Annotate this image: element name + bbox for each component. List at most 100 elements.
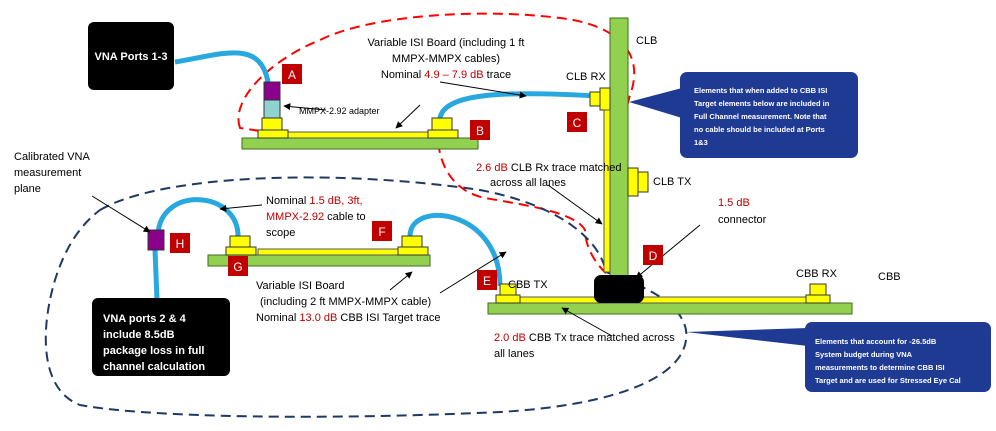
calibration-adapter-purple: [147, 229, 165, 251]
cbb-tx-connector-top: [499, 283, 517, 296]
svg-text:plane: plane: [14, 183, 41, 195]
svg-text:E: E: [483, 274, 491, 288]
isi-top-to-clb-cable: [437, 91, 599, 119]
svg-text:Elements that account for -26.: Elements that account for -26.5dB: [815, 337, 937, 346]
svg-text:MMPX-MMPX cables): MMPX-MMPX cables): [392, 53, 500, 65]
svg-text:channel calculation: channel calculation: [103, 361, 205, 373]
svg-text:VNA ports 2 & 4: VNA ports 2 & 4: [103, 313, 187, 325]
svg-text:measurements to determine CBB: measurements to determine CBB ISI: [815, 363, 945, 372]
mmpx-adapter-teal: [263, 99, 281, 119]
cbb-rx-connector: [805, 294, 831, 304]
isi-top-left-connector: [257, 129, 289, 139]
svg-text:System budget during VNA: System budget during VNA: [815, 350, 913, 359]
svg-text:D: D: [649, 249, 658, 263]
arrow-clb-trace: [547, 184, 603, 225]
svg-text:2.6 dB CLB Rx trace matched: 2.6 dB CLB Rx trace matched: [476, 162, 622, 174]
marker-e: E: [477, 270, 497, 290]
svg-text:Elements that when added to CB: Elements that when added to CBB ISI: [694, 86, 827, 95]
callout-system-budget: Elements that account for -26.5dB System…: [686, 322, 991, 392]
svg-text:Calibrated VNA: Calibrated VNA: [14, 151, 90, 163]
cbb-rx-connector-top: [809, 283, 827, 296]
isi-board-bottom-trace: [257, 248, 399, 256]
svg-text:Variable ISI Board (including: Variable ISI Board (including 1 ft: [368, 37, 525, 49]
svg-text:F: F: [378, 225, 385, 239]
vna-ports-1-3-box: VNA Ports 1-3: [88, 22, 174, 90]
cbb-rx-label: CBB RX: [796, 268, 838, 280]
mmpx-adapter-purple: [263, 81, 281, 101]
svg-text:(including 2 ft MMPX-MMPX cabl: (including 2 ft MMPX-MMPX cable): [260, 296, 431, 308]
svg-text:include 8.5dB: include 8.5dB: [103, 329, 175, 341]
clb-rx-connector-side: [589, 91, 601, 107]
isi-bottom-label: Variable ISI Board (including 2 ft MMPX-…: [256, 280, 440, 324]
isi-bottom-right-connector-top: [401, 235, 423, 248]
connector-label: 1.5 dB connector: [718, 197, 767, 226]
svg-text:all lanes: all lanes: [494, 348, 535, 360]
svg-text:Variable ISI Board: Variable ISI Board: [256, 280, 344, 292]
cbb-board: [487, 302, 853, 315]
marker-a: A: [282, 64, 302, 84]
clb-rx-connector: [599, 87, 611, 111]
svg-text:C: C: [573, 116, 582, 130]
svg-text:Nominal 4.9 – 7.9 dB trace: Nominal 4.9 – 7.9 dB trace: [381, 69, 511, 81]
marker-c: C: [567, 112, 587, 132]
isi-top-label: Variable ISI Board (including 1 ft MMPX-…: [368, 37, 525, 81]
isi-bottom-left-connector: [225, 246, 257, 256]
cbb-trace-label: 2.0 dB CBB Tx trace matched across all l…: [494, 332, 675, 360]
svg-text:across all lanes: across all lanes: [490, 177, 566, 189]
isi-top-left-connector-top: [261, 117, 283, 131]
arrow-scope-cable: [219, 204, 263, 212]
vna-bottom-cable: [152, 249, 160, 301]
isi-board-top-trace: [283, 131, 435, 139]
adapter-label: MMPX-2.92 adapter: [299, 106, 380, 116]
svg-text:1.5 dB: 1.5 dB: [718, 197, 750, 209]
svg-text:B: B: [476, 124, 484, 138]
svg-text:Target and are used for Stress: Target and are used for Stressed Eye Cal: [815, 376, 961, 385]
clb-tx-connector-side: [637, 171, 649, 193]
cbb-tx-connector: [495, 294, 521, 304]
arrow-connector: [635, 224, 701, 279]
svg-text:scope: scope: [266, 227, 295, 239]
svg-text:G: G: [233, 260, 242, 274]
svg-text:Nominal 13.0 dB CBB ISI Target: Nominal 13.0 dB CBB ISI Target trace: [256, 312, 440, 324]
svg-text:connector: connector: [718, 214, 767, 226]
svg-text:no cable should be included at: no cable should be included at Ports: [694, 125, 825, 134]
arrow-isi-bottom-cable: [439, 251, 507, 294]
marker-f: F: [372, 221, 392, 241]
cbb-isi-target-region-outline: [44, 176, 688, 418]
clb-tx-label: CLB TX: [653, 176, 692, 188]
svg-text:VNA Ports 1-3: VNA Ports 1-3: [95, 51, 168, 63]
svg-text:Target elements below are incl: Target elements below are included in: [694, 99, 830, 108]
arrow-isi-bottom-board: [389, 271, 413, 291]
isi-board-top: [241, 137, 479, 150]
svg-text:H: H: [176, 237, 185, 251]
marker-g: G: [228, 256, 248, 276]
cbb-trace: [517, 296, 819, 304]
clb-board: [609, 17, 629, 281]
marker-h: H: [170, 233, 190, 253]
calibrated-plane-label: Calibrated VNA measurement plane: [14, 151, 90, 195]
arrow-cbb-trace: [561, 307, 613, 337]
clb-trace: [603, 109, 611, 273]
marker-d: D: [643, 245, 663, 265]
svg-text:A: A: [288, 68, 296, 82]
isi-top-right-connector: [427, 129, 459, 139]
scope-cable-label: Nominal 1.5 dB, 3ft, MMPX-2.92 cable to …: [266, 195, 366, 239]
svg-text:Nominal 1.5 dB, 3ft,: Nominal 1.5 dB, 3ft,: [266, 195, 363, 207]
svg-text:2.0 dB CBB Tx trace matched ac: 2.0 dB CBB Tx trace matched across: [494, 332, 675, 344]
svg-text:MMPX-2.92 cable to: MMPX-2.92 cable to: [266, 211, 366, 223]
isi-bottom-right-connector: [397, 246, 429, 256]
clb-rx-label: CLB RX: [566, 71, 606, 83]
clb-label: CLB: [636, 35, 657, 47]
svg-text:1&3: 1&3: [694, 138, 708, 147]
arrow-isi-top-cable: [439, 81, 527, 99]
arrow-adapter: [283, 103, 327, 111]
isi-bottom-left-connector-top: [229, 235, 251, 248]
vna-top-cable: [174, 50, 271, 83]
scope-cable: [155, 197, 241, 239]
svg-text:measurement: measurement: [14, 167, 81, 179]
callout-full-channel: Elements that when added to CBB ISI Targ…: [629, 72, 858, 158]
cbb-label: CBB: [878, 271, 901, 283]
cbb-tx-label: CBB TX: [508, 279, 548, 291]
isi-top-right-connector-top: [431, 117, 453, 131]
